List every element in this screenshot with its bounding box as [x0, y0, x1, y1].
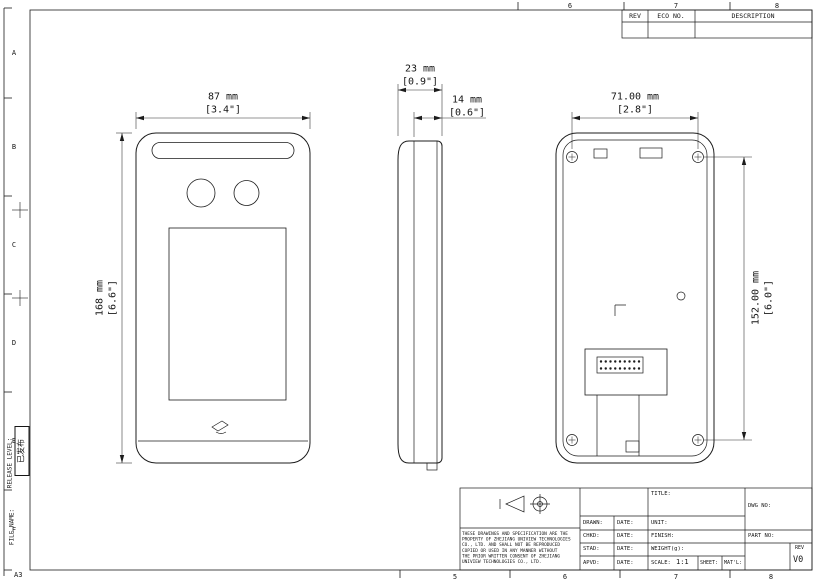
grid-ref-left-e: E [11, 437, 17, 445]
legal-line: COPIED OR USED IN ANY MANNER WITHOUT [462, 547, 558, 553]
date-label-drawn: DATE: [617, 520, 634, 526]
revision-table-grid [621, 9, 813, 39]
grid-ref-top-6: 6 [567, 2, 573, 10]
legal-line: PROPERTY OF ZHEJIANG UNIVIEW TECHNOLOGIE… [462, 536, 571, 542]
part-no-label: PART NO: [748, 533, 775, 539]
scale-value: 1:1 [676, 558, 689, 566]
finish-label: FINISH: [651, 533, 675, 539]
grid-ref-bottom-8: 8 [768, 573, 774, 581]
legal-line: THESE DRAWINGS AND SPECIFICATION ARE THE [462, 531, 568, 536]
file-name-label: FILE NAME: [8, 508, 16, 546]
sheet-label: SHEET: [700, 560, 719, 566]
back-height-inch: [6.0"] [763, 279, 775, 317]
front-width-inch: [3.4"] [204, 104, 242, 116]
connector-pins [599, 360, 641, 370]
front-view-dimensions [116, 112, 311, 464]
unit-label: UNIT: [651, 520, 668, 526]
centering-marks [12, 202, 28, 306]
back-width-inch: [2.8"] [616, 104, 654, 116]
grid-ref-left-a: A [11, 49, 17, 57]
rev-table-header-eco: ECO NO. [657, 12, 685, 20]
side-depth-mm: 23 mm [404, 63, 436, 75]
date-label-stad: DATE: [617, 546, 634, 552]
back-height-mm: 152.00 mm [750, 270, 762, 326]
side-front-thickness-mm: 14 mm [451, 94, 483, 106]
grid-ref-top-8: 8 [774, 2, 780, 10]
date-label-apvd: DATE: [617, 560, 634, 566]
dwg-no-label: DWG NO: [748, 503, 772, 509]
front-view-dimension-arrows [119, 115, 310, 463]
grid-ref-bottom-6: 6 [562, 573, 568, 581]
matl-label: MAT'L: [724, 560, 743, 566]
title-label: TITLE: [651, 491, 671, 497]
side-front-thickness-inch: [0.6"] [448, 107, 486, 119]
grid-ref-bottom-7: 7 [673, 573, 679, 581]
front-height-mm: 168 mm [94, 279, 106, 317]
front-view [135, 132, 311, 464]
grid-ref-left-f: F [11, 526, 17, 534]
side-depth-inch: [0.9"] [401, 76, 439, 88]
rev-value: V0 [793, 555, 804, 565]
scale-label: SCALE: [651, 560, 671, 566]
sheet-frame [3, 2, 813, 578]
grid-ref-left-c: C [11, 241, 17, 249]
drawn-label: DRAWN: [583, 520, 603, 526]
weight-label: WEIGHT(g): [651, 546, 685, 552]
release-level-value: 已发布 [14, 426, 30, 476]
projection-symbol [499, 494, 550, 514]
legal-line: THE PRIOR WRITTEN CONSENT OF ZHEJIANG [462, 553, 561, 559]
legal-notice: THESE DRAWINGS AND SPECIFICATION ARE THE… [462, 531, 578, 569]
rev-table-header-rev: REV [629, 12, 641, 20]
date-label-chkd: DATE: [617, 533, 634, 539]
grid-ref-left-b: B [11, 143, 17, 151]
sheet-format-label: A3 [14, 571, 23, 579]
title-block-grid [459, 487, 813, 571]
front-width-mm: 87 mm [207, 91, 239, 103]
back-view [555, 132, 715, 464]
grid-ref-left-d: D [11, 339, 17, 347]
back-width-mm: 71.00 mm [610, 91, 660, 103]
front-height-inch: [6.6"] [107, 279, 119, 317]
grid-ref-top-7: 7 [673, 2, 679, 10]
legal-line: UNIVIEW TECHNOLOGIES CO., LTD. [462, 559, 542, 565]
chkd-label: CHKD: [583, 533, 600, 539]
grid-ref-bottom-5: 5 [452, 573, 458, 581]
rev-label: REV [795, 545, 805, 551]
side-view [397, 140, 443, 471]
back-view-dimensions [571, 112, 752, 441]
release-level-label: RELEASE LEVEL: [6, 437, 14, 489]
back-view-dimension-arrows [572, 115, 747, 440]
side-view-dimension-arrows [398, 87, 442, 121]
legal-line: CO., LTD. AND SHALL NOT BE REPRODUCED [462, 542, 561, 548]
stad-label: STAD: [583, 546, 600, 552]
rev-table-header-description: DESCRIPTION [731, 12, 775, 20]
apvd-label: APVD: [583, 560, 600, 566]
